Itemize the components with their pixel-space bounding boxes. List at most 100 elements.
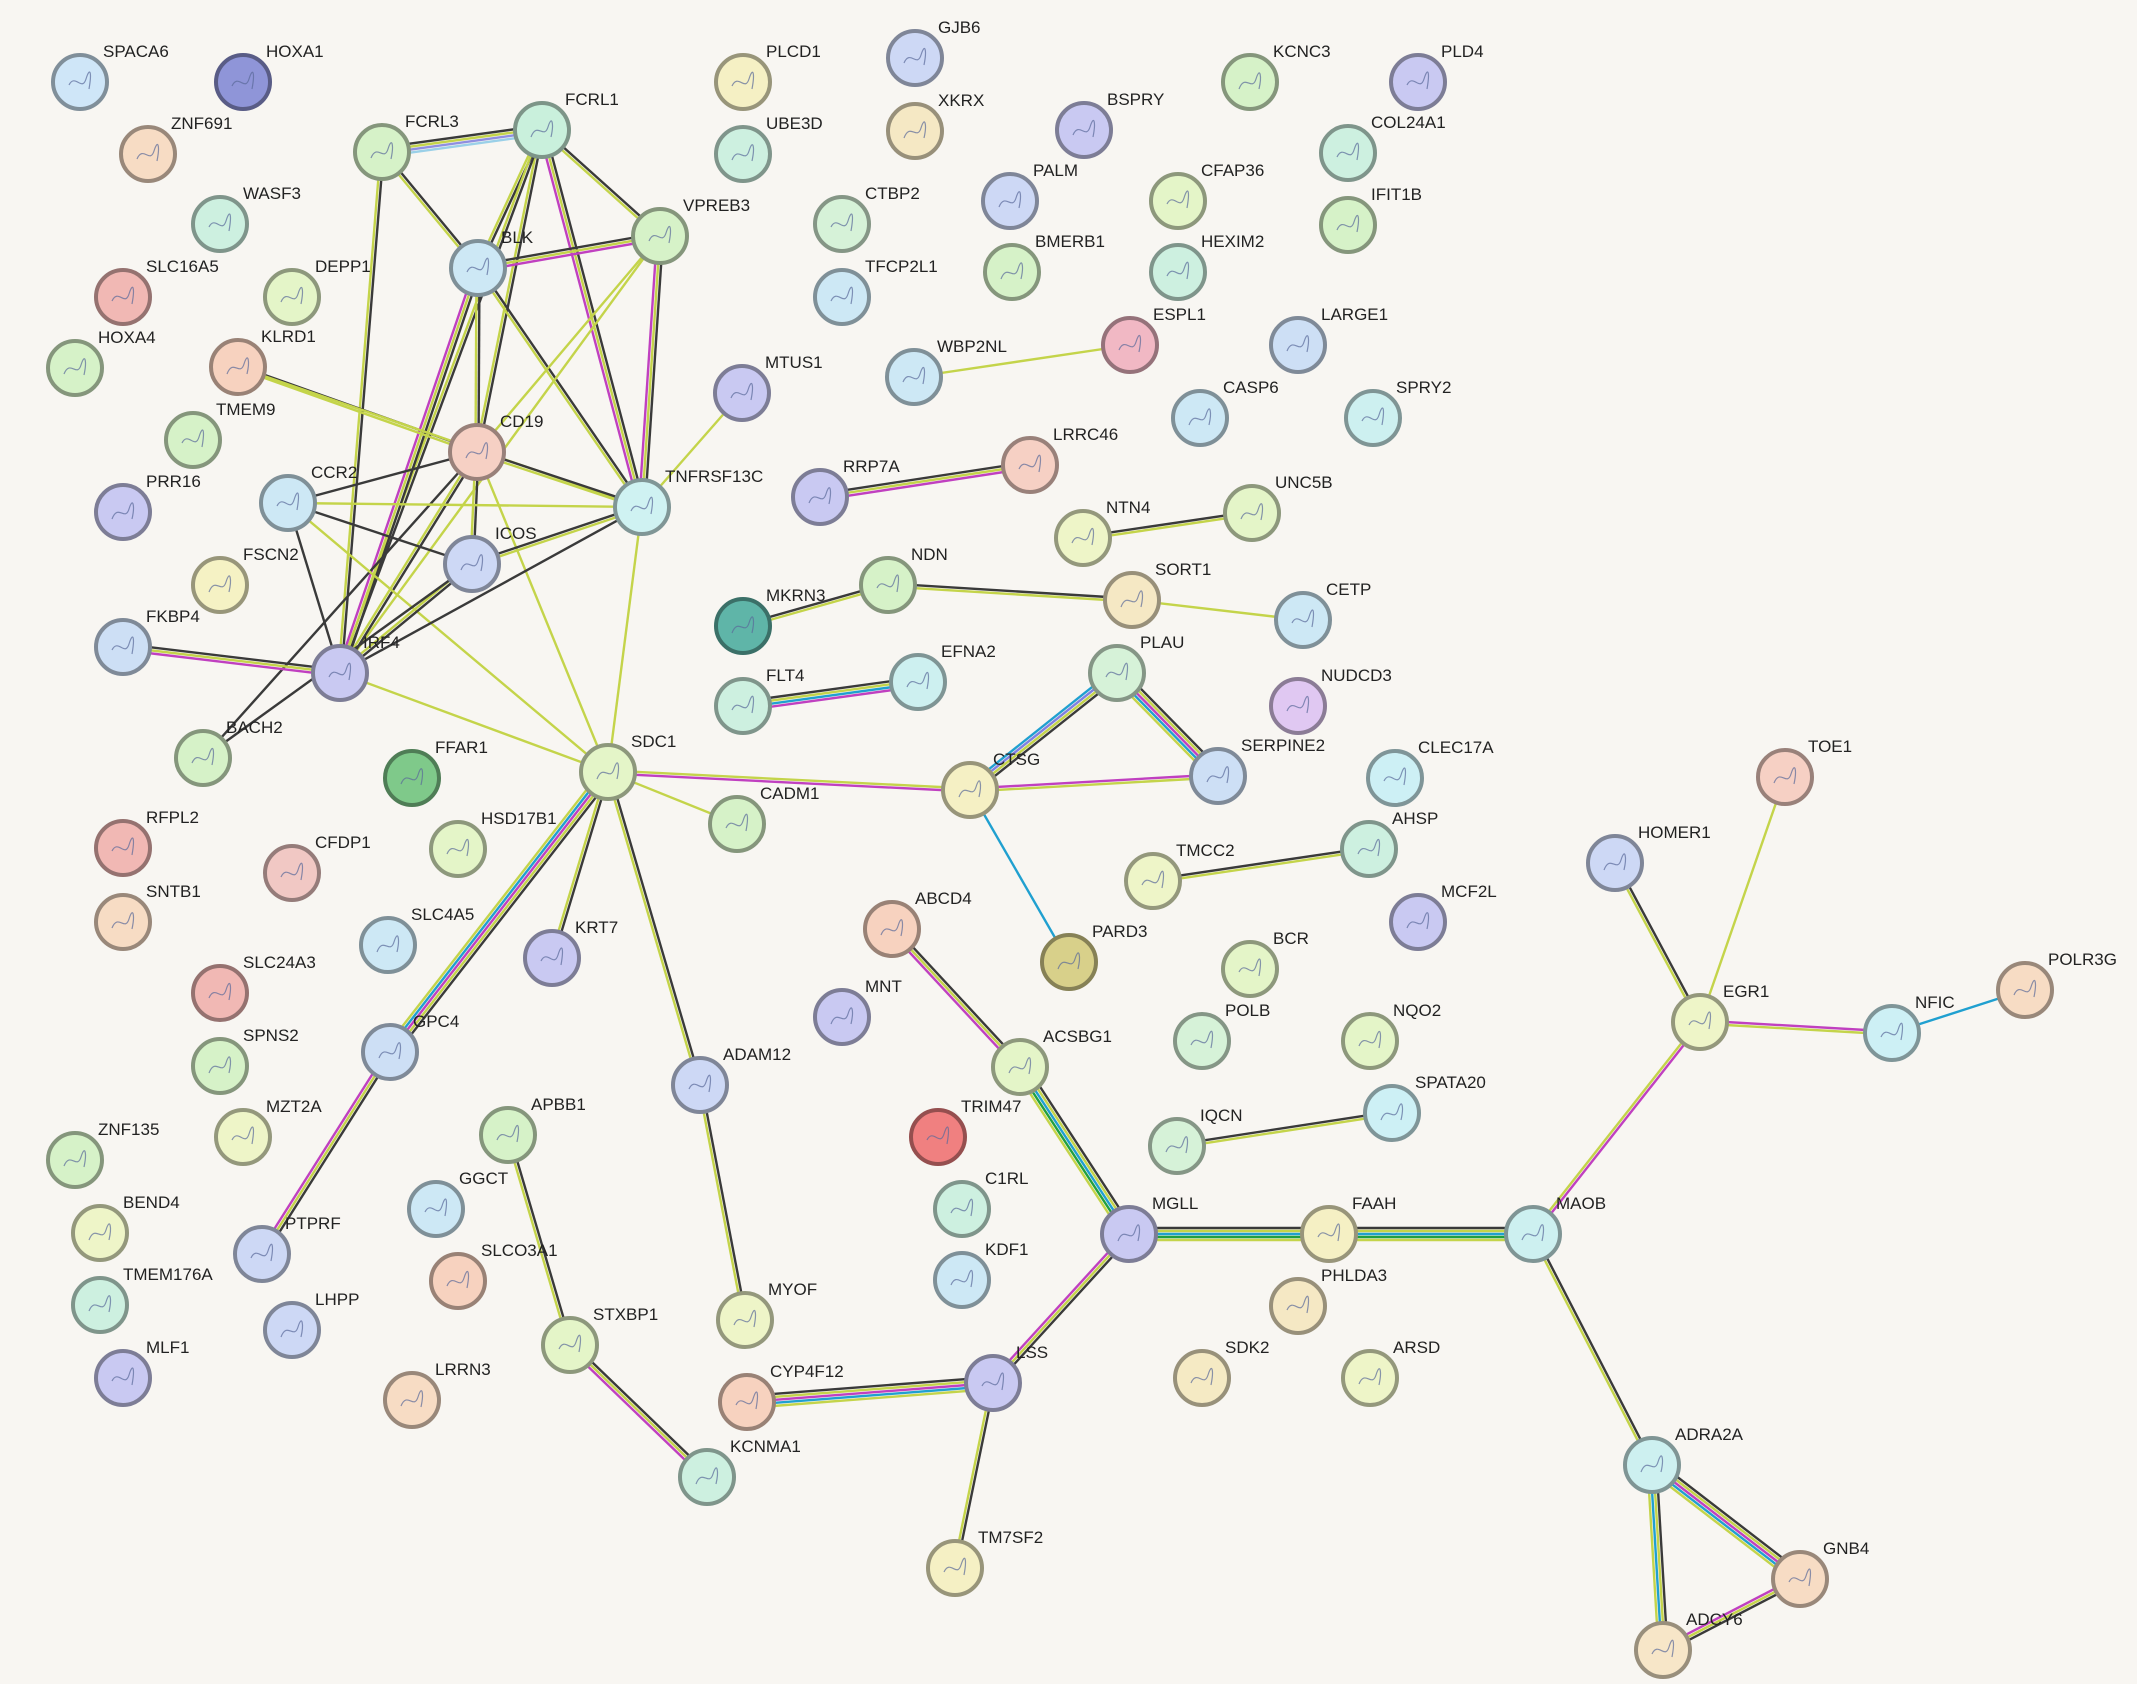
node-bmerb1[interactable]: BMERB1 — [983, 232, 1105, 301]
node-gpc4[interactable]: GPC4 — [361, 1012, 459, 1081]
edge-homer1-egr1[interactable] — [1612, 861, 1703, 1024]
edge-iqcn-spata20[interactable] — [1176, 1110, 1393, 1149]
node-cfap36[interactable]: CFAP36 — [1149, 161, 1264, 230]
node-large1[interactable]: LARGE1 — [1269, 305, 1388, 374]
node-palm[interactable]: PALM — [981, 161, 1078, 230]
node-hexim2[interactable]: HEXIM2 — [1149, 232, 1264, 301]
node-phlda3[interactable]: PHLDA3 — [1269, 1266, 1387, 1335]
node-lhpp[interactable]: LHPP — [263, 1290, 359, 1359]
node-blk[interactable]: BLK — [449, 228, 534, 297]
edge-faah-maob[interactable] — [1329, 1226, 1533, 1242]
edge-fcrl1-cd19[interactable] — [474, 129, 545, 453]
node-casp6[interactable]: CASP6 — [1171, 378, 1279, 447]
edge-plau-ctsg[interactable] — [966, 668, 1121, 795]
edge-icos-tnfrsf13c[interactable] — [471, 504, 643, 567]
node-tmem176a[interactable]: TMEM176A — [71, 1265, 213, 1334]
node-nfic[interactable]: NFIC — [1863, 993, 1955, 1062]
node-hsd17b1[interactable]: HSD17B1 — [429, 809, 557, 878]
edge-cd19-irf4[interactable] — [337, 450, 480, 675]
node-slc4a5[interactable]: SLC4A5 — [359, 905, 474, 974]
node-irf4[interactable]: IRF4 — [311, 633, 400, 702]
node-arsd[interactable]: ARSD — [1341, 1338, 1440, 1407]
edge-adra2a-adcy6[interactable] — [1646, 1464, 1669, 1651]
node-ndn[interactable]: NDN — [859, 545, 948, 614]
node-espl1[interactable]: ESPL1 — [1101, 305, 1206, 374]
edge-tmcc2-ahsp[interactable] — [1152, 846, 1370, 884]
node-cfdp1[interactable]: CFDP1 — [263, 833, 371, 902]
node-mnt[interactable]: MNT — [813, 977, 902, 1046]
edge-acsbg1-mgll[interactable] — [1013, 1063, 1136, 1238]
node-tfcp2l1[interactable]: TFCP2L1 — [813, 257, 938, 326]
edge-ccr2-sdc1[interactable] — [287, 502, 609, 773]
node-lss[interactable]: LSS — [964, 1343, 1048, 1412]
node-tmem9[interactable]: TMEM9 — [164, 400, 276, 469]
node-ggct[interactable]: GGCT — [407, 1169, 508, 1238]
node-spns2[interactable]: SPNS2 — [191, 1026, 299, 1095]
edge-sdc1-adam12[interactable] — [605, 771, 703, 1086]
edge-mgll-lss[interactable] — [989, 1231, 1133, 1386]
edge-fkbp4-irf4[interactable] — [122, 642, 341, 678]
node-gjb6[interactable]: GJB6 — [886, 18, 981, 87]
edge-sdc1-ctsg[interactable] — [607, 769, 971, 793]
node-znf135[interactable]: ZNF135 — [46, 1120, 159, 1189]
node-spaca6[interactable]: SPACA6 — [51, 42, 169, 111]
node-wbp2nl[interactable]: WBP2NL — [885, 337, 1007, 406]
node-hoxa1[interactable]: HOXA1 — [214, 42, 324, 111]
node-cd19[interactable]: CD19 — [448, 412, 543, 481]
node-efna2[interactable]: EFNA2 — [889, 642, 996, 711]
node-bach2[interactable]: BACH2 — [174, 718, 283, 787]
node-flt4[interactable]: FLT4 — [714, 666, 804, 735]
node-slc16a5[interactable]: SLC16A5 — [94, 257, 219, 326]
node-wasf3[interactable]: WASF3 — [191, 184, 301, 253]
edge-vpreb3-cd19[interactable] — [476, 235, 661, 453]
node-homer1[interactable]: HOMER1 — [1586, 823, 1711, 892]
node-plcd1[interactable]: PLCD1 — [714, 42, 821, 111]
node-depp1[interactable]: DEPP1 — [263, 257, 371, 326]
node-cyp4f12[interactable]: CYP4F12 — [718, 1362, 844, 1431]
node-polr3g[interactable]: POLR3G — [1996, 950, 2117, 1019]
edge-tnfrsf13c-irf4[interactable] — [339, 505, 643, 675]
node-sdk2[interactable]: SDK2 — [1173, 1338, 1269, 1407]
node-apbb1[interactable]: APBB1 — [479, 1095, 586, 1164]
edge-cyp4f12-lss[interactable] — [746, 1375, 994, 1410]
node-tnfrsf13c[interactable]: TNFRSF13C — [613, 467, 763, 536]
node-polb[interactable]: POLB — [1173, 1001, 1270, 1070]
edge-cd19-tnfrsf13c[interactable] — [476, 449, 643, 510]
node-ube3d[interactable]: UBE3D — [714, 114, 823, 183]
node-faah[interactable]: FAAH — [1300, 1194, 1396, 1263]
edge-toe1-egr1[interactable] — [1698, 776, 1787, 1023]
node-klrd1[interactable]: KLRD1 — [209, 327, 316, 396]
node-adcy6[interactable]: ADCY6 — [1634, 1610, 1743, 1679]
node-ahsp[interactable]: AHSP — [1340, 809, 1438, 878]
node-lrrn3[interactable]: LRRN3 — [383, 1360, 491, 1429]
node-nqo2[interactable]: NQO2 — [1341, 1001, 1441, 1070]
node-ntn4[interactable]: NTN4 — [1054, 498, 1150, 567]
node-gnb4[interactable]: GNB4 — [1771, 1539, 1869, 1608]
node-bcr[interactable]: BCR — [1221, 929, 1309, 998]
node-lrrc46[interactable]: LRRC46 — [1001, 425, 1118, 494]
edge-ctsg-serpine2[interactable] — [969, 773, 1219, 793]
node-mgll[interactable]: MGLL — [1100, 1194, 1198, 1263]
node-toe1[interactable]: TOE1 — [1756, 737, 1852, 806]
edge-ccr2-tnfrsf13c[interactable] — [287, 501, 643, 509]
edge-stxbp1-kcnma1[interactable] — [567, 1341, 710, 1481]
node-vpreb3[interactable]: VPREB3 — [631, 196, 750, 265]
node-fcrl1[interactable]: FCRL1 — [513, 90, 619, 159]
node-kcnc3[interactable]: KCNC3 — [1221, 42, 1331, 111]
node-clec17a[interactable]: CLEC17A — [1366, 738, 1494, 807]
edge-mgll-faah[interactable] — [1129, 1226, 1329, 1242]
edge-ccr2-icos[interactable] — [287, 501, 473, 566]
edge-egr1-nfic[interactable] — [1699, 1019, 1893, 1036]
node-nudcd3[interactable]: NUDCD3 — [1269, 666, 1392, 735]
node-krt7[interactable]: KRT7 — [523, 918, 618, 987]
edge-egr1-maob[interactable] — [1530, 1020, 1703, 1236]
edge-irf4-sdc1[interactable] — [339, 671, 609, 774]
node-slc24a3[interactable]: SLC24A3 — [191, 953, 316, 1022]
node-xkrx[interactable]: XKRX — [886, 91, 984, 160]
node-maob[interactable]: MAOB — [1504, 1194, 1606, 1263]
node-mcf2l[interactable]: MCF2L — [1389, 882, 1497, 951]
node-fcrl3[interactable]: FCRL3 — [353, 112, 459, 181]
edge-sdc1-krt7[interactable] — [549, 771, 611, 959]
node-tm7sf2[interactable]: TM7SF2 — [926, 1528, 1043, 1597]
node-adra2a[interactable]: ADRA2A — [1623, 1425, 1744, 1494]
